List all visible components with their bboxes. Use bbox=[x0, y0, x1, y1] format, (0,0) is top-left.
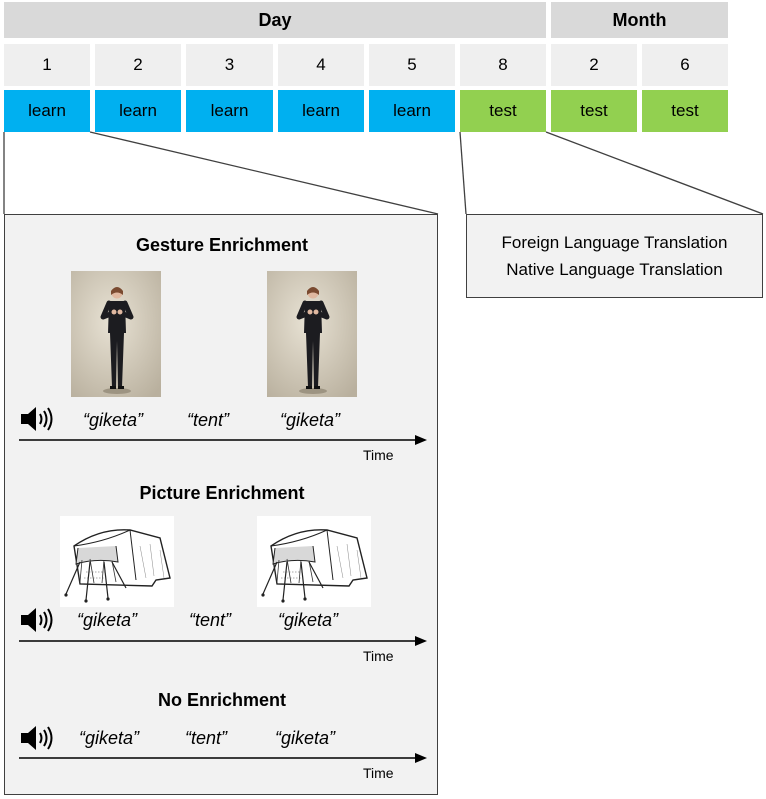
header-day: Day bbox=[4, 2, 546, 38]
time-label: Time bbox=[363, 648, 394, 664]
phase-learn-5: learn bbox=[369, 90, 455, 132]
time-arrow bbox=[19, 435, 427, 445]
day-cell-1: 1 bbox=[4, 44, 90, 86]
time-label: Time bbox=[363, 447, 394, 463]
person-gesture-image bbox=[71, 271, 161, 397]
time-arrow bbox=[19, 753, 427, 763]
speaker-icon bbox=[21, 407, 53, 431]
word-tent: “tent” bbox=[185, 728, 228, 748]
speaker-icon bbox=[21, 726, 53, 750]
learning-conditions-panel: Gesture Enrichment bbox=[4, 214, 438, 795]
day-cell-8: 8 bbox=[460, 44, 546, 86]
month-cell-6: 6 bbox=[642, 44, 728, 86]
phase-learn-4: learn bbox=[278, 90, 364, 132]
test-native-translation: Native Language Translation bbox=[506, 260, 723, 279]
phase-learn-1: learn bbox=[4, 90, 90, 132]
word-giketa-1: “giketa” bbox=[83, 410, 144, 430]
month-cell-2: 2 bbox=[551, 44, 637, 86]
connector-learn-right bbox=[89, 131, 439, 215]
phase-test-2: test bbox=[551, 90, 637, 132]
tent-image bbox=[60, 516, 174, 607]
phase-test-1: test bbox=[460, 90, 546, 132]
gesture-enrichment-title: Gesture Enrichment bbox=[135, 235, 309, 255]
word-giketa-1: “giketa” bbox=[77, 610, 138, 630]
time-label: Time bbox=[363, 765, 394, 781]
test-foreign-translation: Foreign Language Translation bbox=[501, 233, 728, 252]
day-cell-3: 3 bbox=[186, 44, 273, 86]
day-cell-4: 4 bbox=[278, 44, 364, 86]
speaker-icon bbox=[21, 608, 53, 632]
word-giketa-2: “giketa” bbox=[278, 610, 339, 630]
word-giketa-1: “giketa” bbox=[79, 728, 140, 748]
no-enrichment-title: No Enrichment bbox=[157, 690, 286, 710]
person-gesture-image bbox=[267, 271, 357, 397]
connector-test-left bbox=[459, 131, 467, 215]
word-giketa-2: “giketa” bbox=[280, 410, 341, 430]
connector-test-right bbox=[545, 131, 764, 215]
picture-enrichment-title: Picture Enrichment bbox=[139, 483, 305, 503]
word-tent: “tent” bbox=[187, 410, 230, 430]
test-description-box: Foreign Language Translation Native Lang… bbox=[466, 214, 763, 298]
tent-image bbox=[257, 516, 371, 607]
phase-learn-2: learn bbox=[95, 90, 181, 132]
day-cell-5: 5 bbox=[369, 44, 455, 86]
phase-test-3: test bbox=[642, 90, 728, 132]
word-giketa-2: “giketa” bbox=[275, 728, 336, 748]
header-month: Month bbox=[551, 2, 728, 38]
time-arrow bbox=[19, 636, 427, 646]
day-cell-2: 2 bbox=[95, 44, 181, 86]
word-tent: “tent” bbox=[189, 610, 232, 630]
phase-learn-3: learn bbox=[186, 90, 273, 132]
